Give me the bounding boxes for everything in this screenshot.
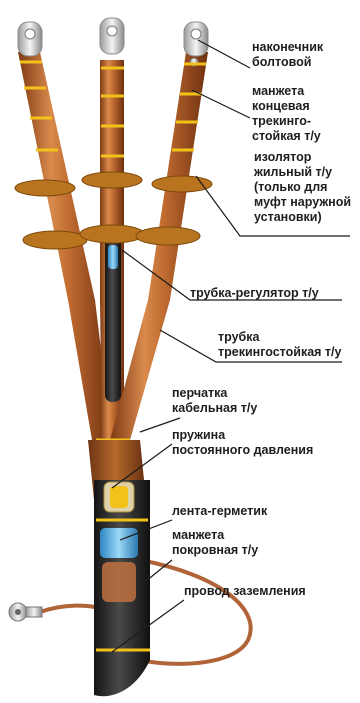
ground-lug-icon	[9, 603, 42, 621]
label-regulator-tube: трубка-регулятор т/у	[190, 286, 319, 301]
phase-tube-right	[110, 52, 208, 440]
label-ground-wire: провод заземления	[184, 584, 306, 599]
bolt-lugs	[18, 18, 208, 66]
label-lug: наконечник болтовой	[252, 40, 323, 70]
regulator-tube	[105, 232, 121, 402]
spring-core	[104, 482, 134, 512]
label-glove: перчатка кабельная т/у	[172, 386, 257, 416]
label-sealant-tape: лента-герметик	[172, 504, 267, 519]
copper-screen	[102, 562, 136, 602]
bolt-lug-icon	[100, 18, 124, 54]
label-spring: пружина постоянного давления	[172, 428, 313, 458]
label-tracking-tube: трубка трекингостойкая т/у	[218, 330, 341, 360]
sealant-tape	[100, 528, 138, 558]
label-end-sleeve: манжета концевая трекинго- стойкая т/у	[252, 84, 321, 144]
bolt-lug-icon	[18, 22, 42, 56]
label-insulator: изолятор жильный т/у (только для муфт на…	[254, 150, 351, 225]
label-cover-sleeve: манжета покровная т/у	[172, 528, 258, 558]
